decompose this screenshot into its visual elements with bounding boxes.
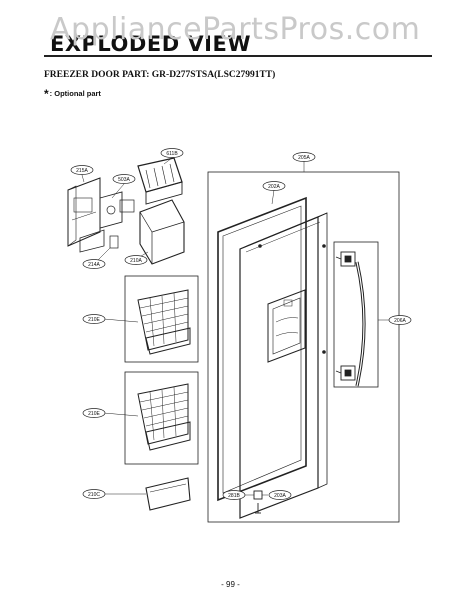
callout-bubbles (70, 148, 412, 500)
page-number: - 99 - (221, 580, 240, 589)
chute-duct (139, 199, 185, 265)
callout-503a: 503A (118, 177, 130, 183)
callout-202a: 202A (268, 184, 280, 190)
callout-210e-upper: 210E (88, 317, 100, 323)
callout-210a: 210A (130, 258, 142, 264)
dispenser-recess (267, 289, 306, 363)
section-title: FREEZER DOOR PART: GR-D277STSA(LSC27991T… (44, 70, 276, 80)
dispenser-housing (67, 177, 105, 253)
callout-203a: 203A (274, 493, 286, 499)
watermark: AppliancePartsPros.com (50, 12, 421, 47)
callout-206a: 206A (394, 318, 406, 324)
title-rule (44, 55, 432, 57)
callout-210e-lower: 210E (88, 411, 100, 417)
callout-205a: 205A (298, 155, 310, 161)
handle-box (333, 241, 379, 388)
note-symbol: * (44, 87, 49, 101)
note-text: : Optional part (49, 89, 101, 98)
door-gasket (217, 196, 307, 502)
door-panel (239, 212, 328, 519)
door-screws (258, 244, 326, 354)
page-title: EXPLODED VIEW (50, 32, 252, 56)
dispenser-motor (99, 191, 135, 249)
callout-215a: 215A (76, 168, 88, 174)
callout-611b: 611B (166, 151, 178, 157)
upper-basket-box (124, 275, 199, 363)
upper-door-basket (137, 289, 191, 355)
door-frame-box (207, 171, 400, 523)
door-handle (335, 251, 366, 387)
lower-door-basket (137, 383, 191, 451)
callout-210c: 210C (88, 492, 100, 498)
ice-chute-cover (137, 157, 183, 205)
callout-281b: 281B (228, 493, 240, 499)
lower-basket-box (124, 371, 199, 465)
callout-214a: 214A (88, 262, 100, 268)
optional-part-note: *: Optional part (44, 87, 101, 101)
leader-lines (81, 157, 392, 496)
bottom-door-bin (145, 477, 191, 511)
